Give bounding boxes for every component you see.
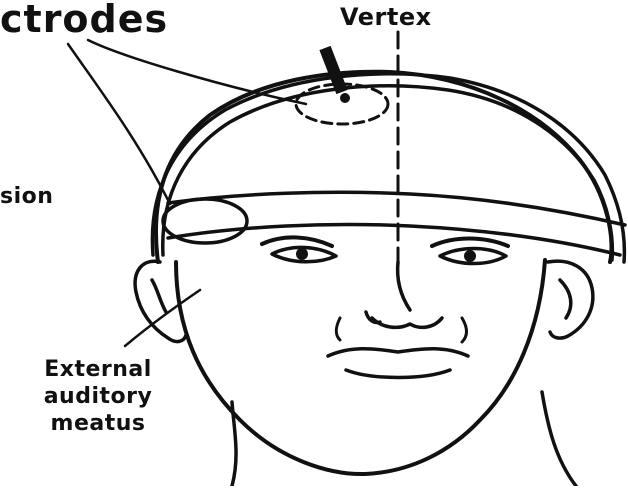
eyebrows [262,237,508,246]
mouth [328,349,468,378]
electrodes-label: ctrodes [0,0,168,38]
lesion-electrode [163,199,247,243]
head-outline [156,72,612,474]
ears [135,261,593,341]
meatus-label-line-2: auditory [10,383,186,410]
meatus-label-line-1: External [10,356,186,383]
cheek-lines [336,318,466,342]
lesion-label: sion [0,184,53,210]
external-auditory-meatus-label: External auditory meatus [10,356,186,437]
eyes [272,247,506,263]
electrode-contact [340,93,350,103]
vertex-label: Vertex [340,4,432,30]
neck [232,392,576,486]
meatus-label-line-3: meatus [10,410,186,437]
nose [366,262,442,327]
